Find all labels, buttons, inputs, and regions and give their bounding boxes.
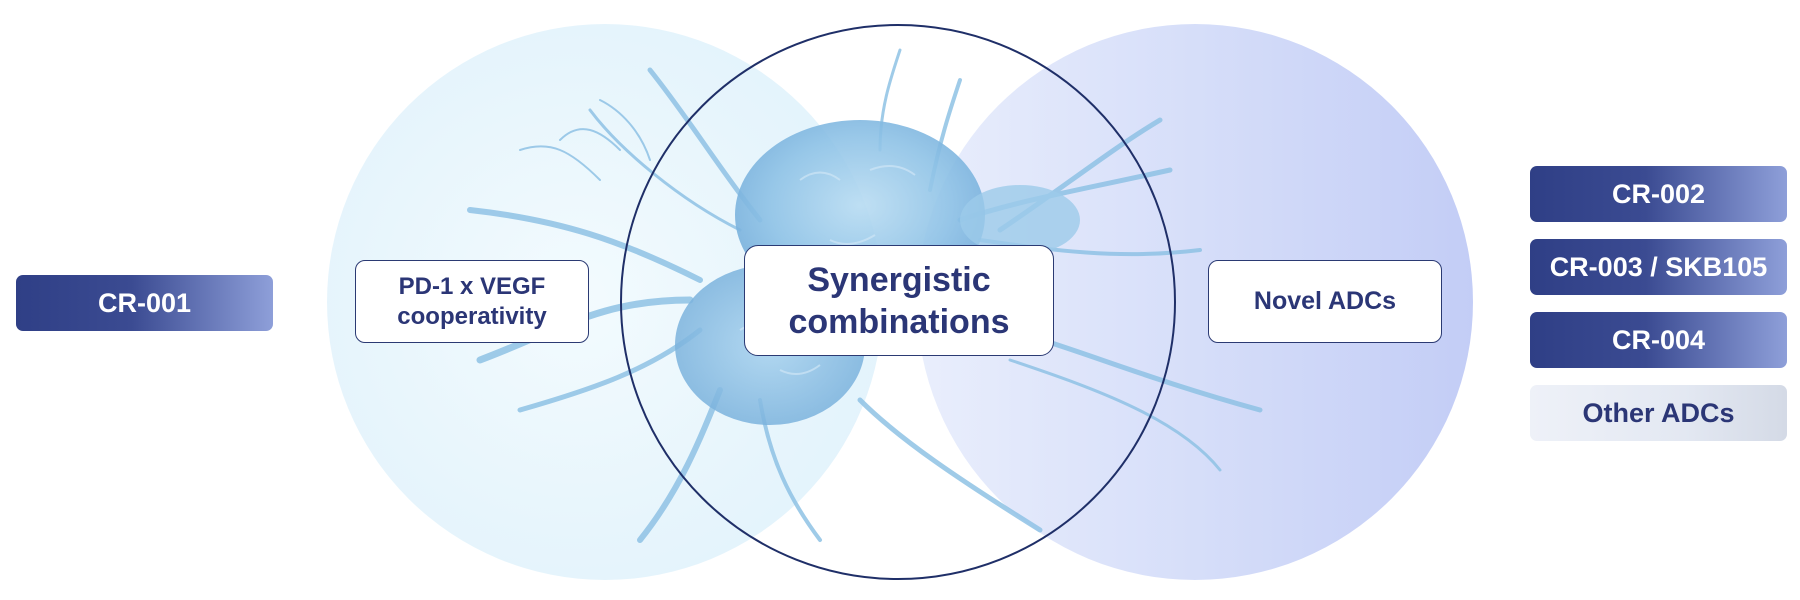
cr-002-pill: CR-002 (1530, 166, 1787, 222)
synergistic-combinations-label: Synergistic combinations (744, 245, 1054, 356)
other-adcs-pill: Other ADCs (1530, 385, 1787, 441)
pd1-vegf-text: PD-1 x VEGF cooperativity (397, 272, 547, 330)
cr-004-pill: CR-004 (1530, 312, 1787, 368)
pill-label: CR-003 / SKB105 (1549, 251, 1768, 282)
novel-adcs-label: Novel ADCs (1208, 260, 1442, 343)
pill-label: CR-001 (97, 287, 192, 318)
pill-label: CR-004 (1611, 324, 1706, 355)
cr-001-pill: CR-001 (16, 275, 273, 331)
pill-label: CR-002 (1611, 178, 1706, 209)
pill-label: Other ADCs (1582, 397, 1735, 428)
pd1-vegf-label: PD-1 x VEGF cooperativity (355, 260, 589, 343)
synergistic-combinations-text: Synergistic combinations (788, 260, 1010, 341)
center-circle (620, 24, 1176, 580)
novel-adcs-text: Novel ADCs (1253, 287, 1397, 315)
cr-003-skb105-pill: CR-003 / SKB105 (1530, 239, 1787, 295)
